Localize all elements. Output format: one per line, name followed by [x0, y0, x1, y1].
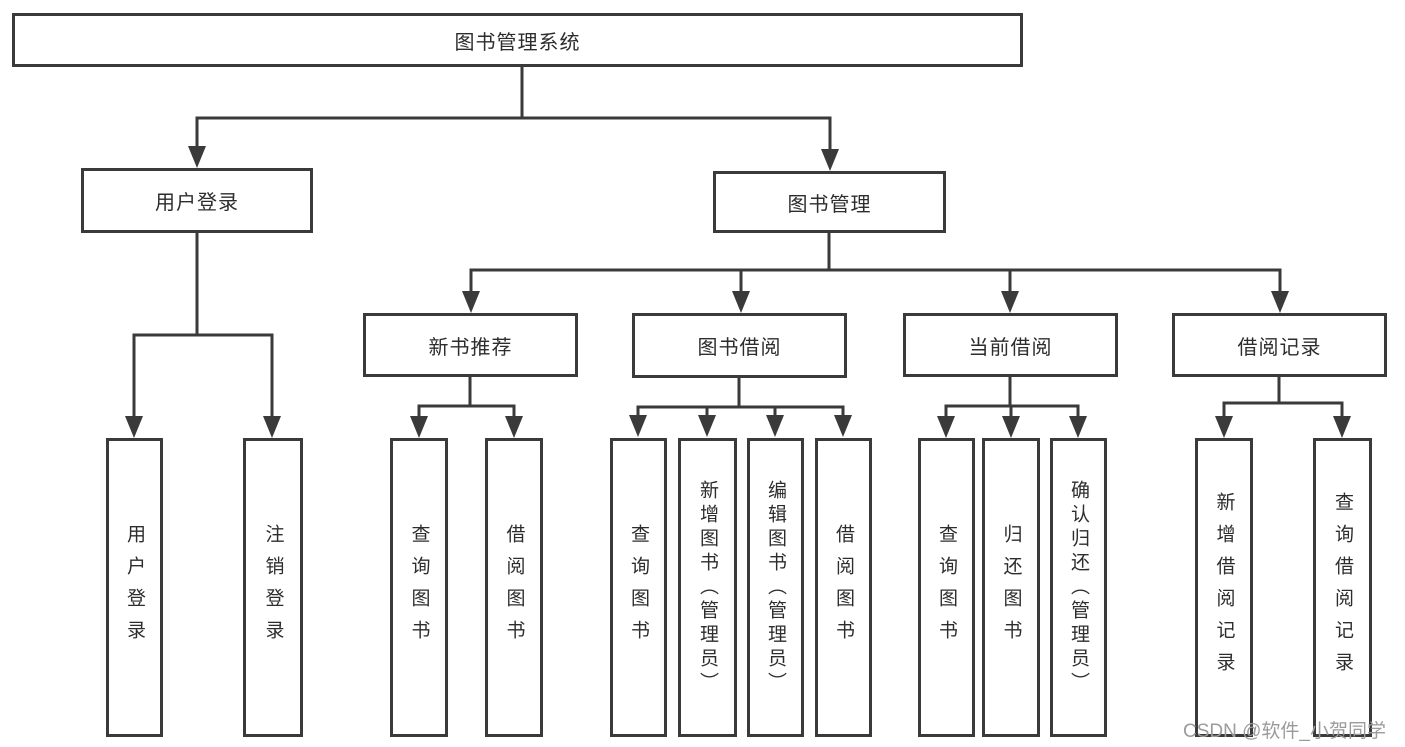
node-user-login: 用户登录	[81, 168, 313, 233]
leaf-label: 编辑图书（管理员）	[765, 479, 786, 696]
node-book-management: 图书管理	[713, 171, 946, 233]
leaf-add-borrow-record: 新增借阅记录	[1195, 438, 1253, 737]
leaf-query-books: 查询图书	[610, 438, 667, 737]
node-label: 当前借阅	[968, 336, 1053, 359]
leaf-label: 查询图书	[628, 523, 649, 652]
node-label: 新书推荐	[428, 336, 513, 359]
leaf-label: 借阅图书	[503, 523, 525, 652]
leaf-label: 归还图书	[1000, 523, 1022, 652]
leaf-borrow-books: 借阅图书	[815, 438, 872, 737]
leaf-return-books: 归还图书	[982, 438, 1040, 737]
leaf-label: 用户登录	[124, 523, 145, 652]
leaf-logout: 注销登录	[243, 438, 303, 737]
leaf-label: 查询图书	[936, 523, 957, 652]
node-book-borrowing: 图书借阅	[632, 313, 847, 378]
leaf-query-books: 查询图书	[390, 438, 448, 737]
leaf-user-login: 用户登录	[106, 438, 163, 737]
leaf-label: 确认归还（管理员）	[1068, 479, 1089, 696]
leaf-label: 新增图书（管理员）	[697, 479, 718, 696]
leaf-confirm-return-admin: 确认归还（管理员）	[1050, 438, 1107, 737]
leaf-label: 注销登录	[262, 523, 284, 652]
leaf-label: 新增借阅记录	[1213, 491, 1235, 684]
node-new-book-recommendation: 新书推荐	[363, 313, 578, 377]
node-borrowing-records: 借阅记录	[1172, 313, 1387, 377]
node-label: 用户登录	[155, 192, 239, 214]
node-library-management-system: 图书管理系统	[12, 13, 1023, 67]
node-current-borrowing: 当前借阅	[903, 313, 1118, 377]
leaf-label: 查询图书	[408, 523, 430, 652]
node-label: 图书借阅	[697, 337, 782, 359]
node-label: 借阅记录	[1237, 336, 1322, 359]
leaf-borrow-books: 借阅图书	[485, 438, 543, 737]
leaf-query-borrow-record: 查询借阅记录	[1313, 438, 1372, 737]
leaf-add-books-admin: 新增图书（管理员）	[678, 438, 737, 737]
leaf-query-books: 查询图书	[918, 438, 975, 737]
leaf-edit-books-admin: 编辑图书（管理员）	[747, 438, 804, 737]
node-label: 图书管理系统	[454, 31, 581, 54]
watermark: CSDN @软件_小贺同学	[1183, 721, 1386, 742]
leaf-label: 查询借阅记录	[1332, 491, 1353, 684]
leaf-label: 借阅图书	[833, 523, 854, 652]
node-label: 图书管理	[787, 193, 872, 216]
